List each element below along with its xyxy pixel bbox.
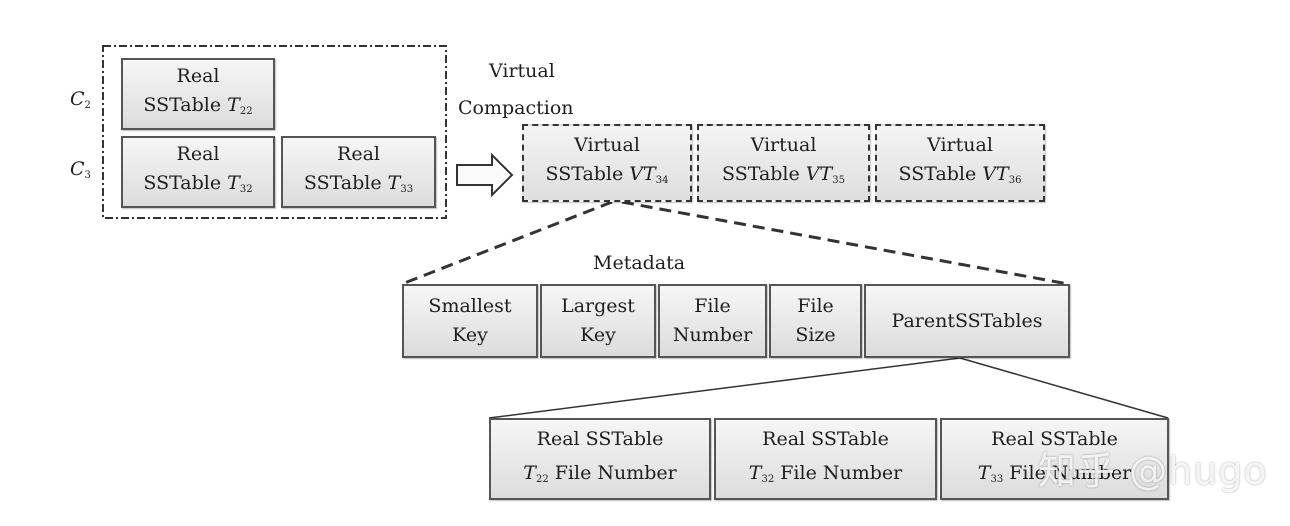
virtual-compaction-label-line2: Compaction	[458, 97, 574, 119]
level-label-c2: C2	[70, 88, 91, 111]
virtual-sstable-vt35: Virtual SSTable VT35	[697, 124, 870, 202]
metadata-title: Metadata	[593, 252, 686, 274]
zoom-line-left	[401, 200, 613, 286]
metadata-field-parent-sstables: ParentSSTables	[864, 284, 1070, 358]
parent-line-right	[959, 357, 1169, 419]
virtual-sstable-vt34: Virtual SSTable VT34	[522, 124, 692, 202]
real-sstable-t22: Real SSTable T22	[121, 58, 275, 130]
level-label-c3: C3	[70, 158, 91, 181]
parent-file-number-t32: Real SSTable T32 File Number	[714, 418, 937, 500]
compaction-arrow	[456, 152, 514, 198]
watermark: 知乎 @hugo	[1038, 449, 1268, 493]
virtual-sstable-vt36: Virtual SSTable VT36	[875, 124, 1045, 202]
parent-file-number-t33: Real SSTable T33 File Number	[940, 418, 1169, 500]
parent-file-number-t22: Real SSTable T22 File Number	[489, 418, 711, 500]
level-group-border	[102, 45, 447, 219]
zoom-line-right	[621, 200, 1069, 286]
virtual-compaction-label-line1: Virtual	[489, 60, 555, 82]
parent-line-left	[488, 357, 961, 419]
real-sstable-t33: Real SSTable T33	[281, 136, 436, 208]
real-sstable-t32: Real SSTable T32	[121, 136, 275, 208]
